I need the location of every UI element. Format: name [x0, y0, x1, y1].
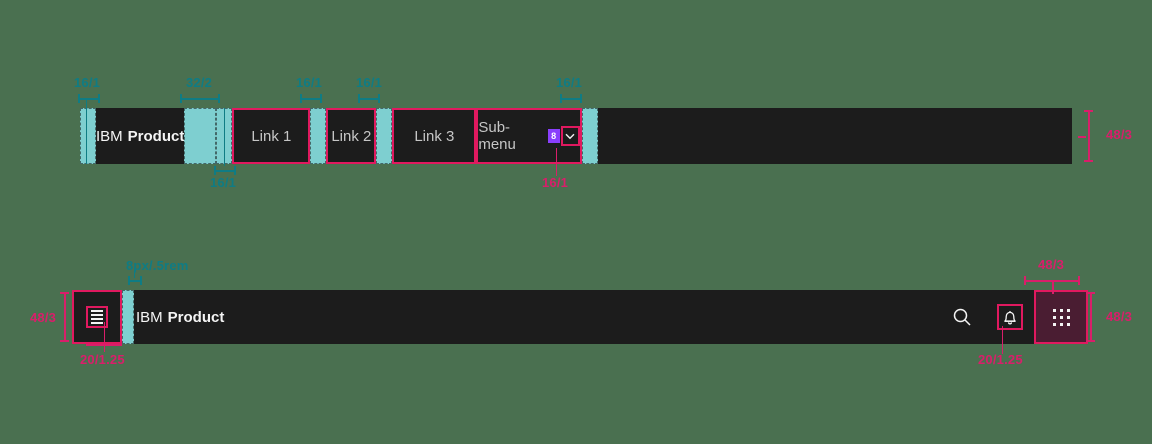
measure-bar-menu-height-48: [60, 292, 69, 342]
leader-line-8px: [134, 268, 135, 278]
measure-bar-link1-16: [300, 94, 322, 103]
annotation-label-16-1-link1: 16/1: [296, 75, 323, 90]
leader-line-topbar-height: [1078, 136, 1086, 138]
brand-prefix: IBM: [96, 127, 123, 145]
search-button[interactable]: [938, 290, 986, 344]
annotation-label-16-1-link2: 16/1: [356, 75, 383, 90]
leader-line-bell: [1002, 326, 1003, 354]
nav-link-3[interactable]: Link 3: [392, 108, 477, 164]
nav-link-1-label: Link 1: [251, 127, 292, 145]
brand-name-bottom: Product: [167, 308, 225, 326]
annotation-label-16-1-below: 16/1: [210, 175, 237, 190]
measure-bar-below-16: [214, 166, 236, 175]
hamburger-menu-button[interactable]: [72, 290, 122, 344]
annotation-label-48-3-grid-height: 48/3: [1106, 309, 1133, 324]
nav-link-2-label: Link 2: [331, 127, 372, 145]
measure-bar-8px: [128, 276, 142, 285]
leader-line-menu-icon-base: [86, 344, 122, 346]
measure-bar-grid-width-48: [1024, 276, 1080, 285]
nav-link-3-label: Link 3: [414, 127, 455, 145]
annotation-label-16-1-trailing: 16/1: [556, 75, 583, 90]
annotation-label-48-3-grid-width: 48/3: [1038, 257, 1065, 272]
brand-name: Product: [127, 127, 185, 145]
leader-line-chevron: [556, 148, 557, 176]
nav-link-2[interactable]: Link 2: [326, 108, 377, 164]
spacing-token-between-link2-link3-16: [376, 108, 393, 164]
hamburger-menu-icon: [86, 306, 108, 328]
spacing-token-after-submenu-16: [582, 108, 599, 164]
annotation-label-48-3-topbar-height: 48/3: [1106, 127, 1133, 142]
top-navigation-bar: IBM Product Link 1 Link 2 Link 3 Sub-men…: [80, 108, 1072, 164]
spacing-token-between-link1-link2-16: [310, 108, 327, 164]
brand-logo-top[interactable]: IBM Product: [96, 108, 184, 164]
spacing-token-leading-16: [80, 108, 96, 164]
notification-bell-icon: [997, 304, 1023, 330]
annotation-label-48-3-menu-height: 48/3: [30, 310, 57, 325]
app-switcher-button[interactable]: [1034, 290, 1088, 344]
spacing-token-8px: [122, 290, 134, 344]
bottom-bar-spacer: [224, 290, 938, 344]
nav-submenu-badge: 8: [547, 129, 560, 143]
nav-submenu-label: Sub-menu: [478, 119, 516, 153]
spacing-token-after-brand-32: [184, 108, 217, 164]
measure-bar-32: [180, 94, 220, 103]
brand-logo-bottom[interactable]: IBM Product: [134, 290, 224, 344]
annotation-label-16-1-chevron: 16/1: [542, 175, 569, 190]
notifications-button[interactable]: [986, 290, 1034, 344]
app-switcher-grid-icon: [1052, 308, 1070, 326]
measure-bar-link2-16: [358, 94, 380, 103]
measure-bar-grid-height-48: [1086, 292, 1095, 342]
measure-bar-trailing-16: [560, 94, 582, 103]
annotation-label-8px-half-rem: 8px/.5rem: [126, 258, 189, 273]
nav-link-1[interactable]: Link 1: [232, 108, 311, 164]
leader-line-grid-width: [1052, 282, 1054, 294]
annotation-label-20-125-menu-icon: 20/1.25: [80, 352, 125, 367]
leader-line-below-16: [224, 108, 225, 166]
search-icon: [951, 306, 973, 328]
nav-submenu[interactable]: Sub-menu 8: [476, 108, 583, 164]
annotation-label-16-1-leading: 16/1: [74, 75, 101, 90]
leader-line-leading: [86, 100, 87, 164]
brand-prefix-bottom: IBM: [136, 308, 163, 326]
measure-bar-leading-16: [78, 94, 100, 103]
annotation-label-32-2: 32/2: [186, 75, 213, 90]
measure-bar-topbar-height-48: [1084, 110, 1093, 162]
annotation-label-20-125-bell: 20/1.25: [978, 352, 1023, 367]
leader-line-menu-icon: [104, 322, 105, 352]
bottom-navigation-bar: IBM Product: [72, 290, 1088, 344]
chevron-down-icon[interactable]: [560, 126, 581, 146]
